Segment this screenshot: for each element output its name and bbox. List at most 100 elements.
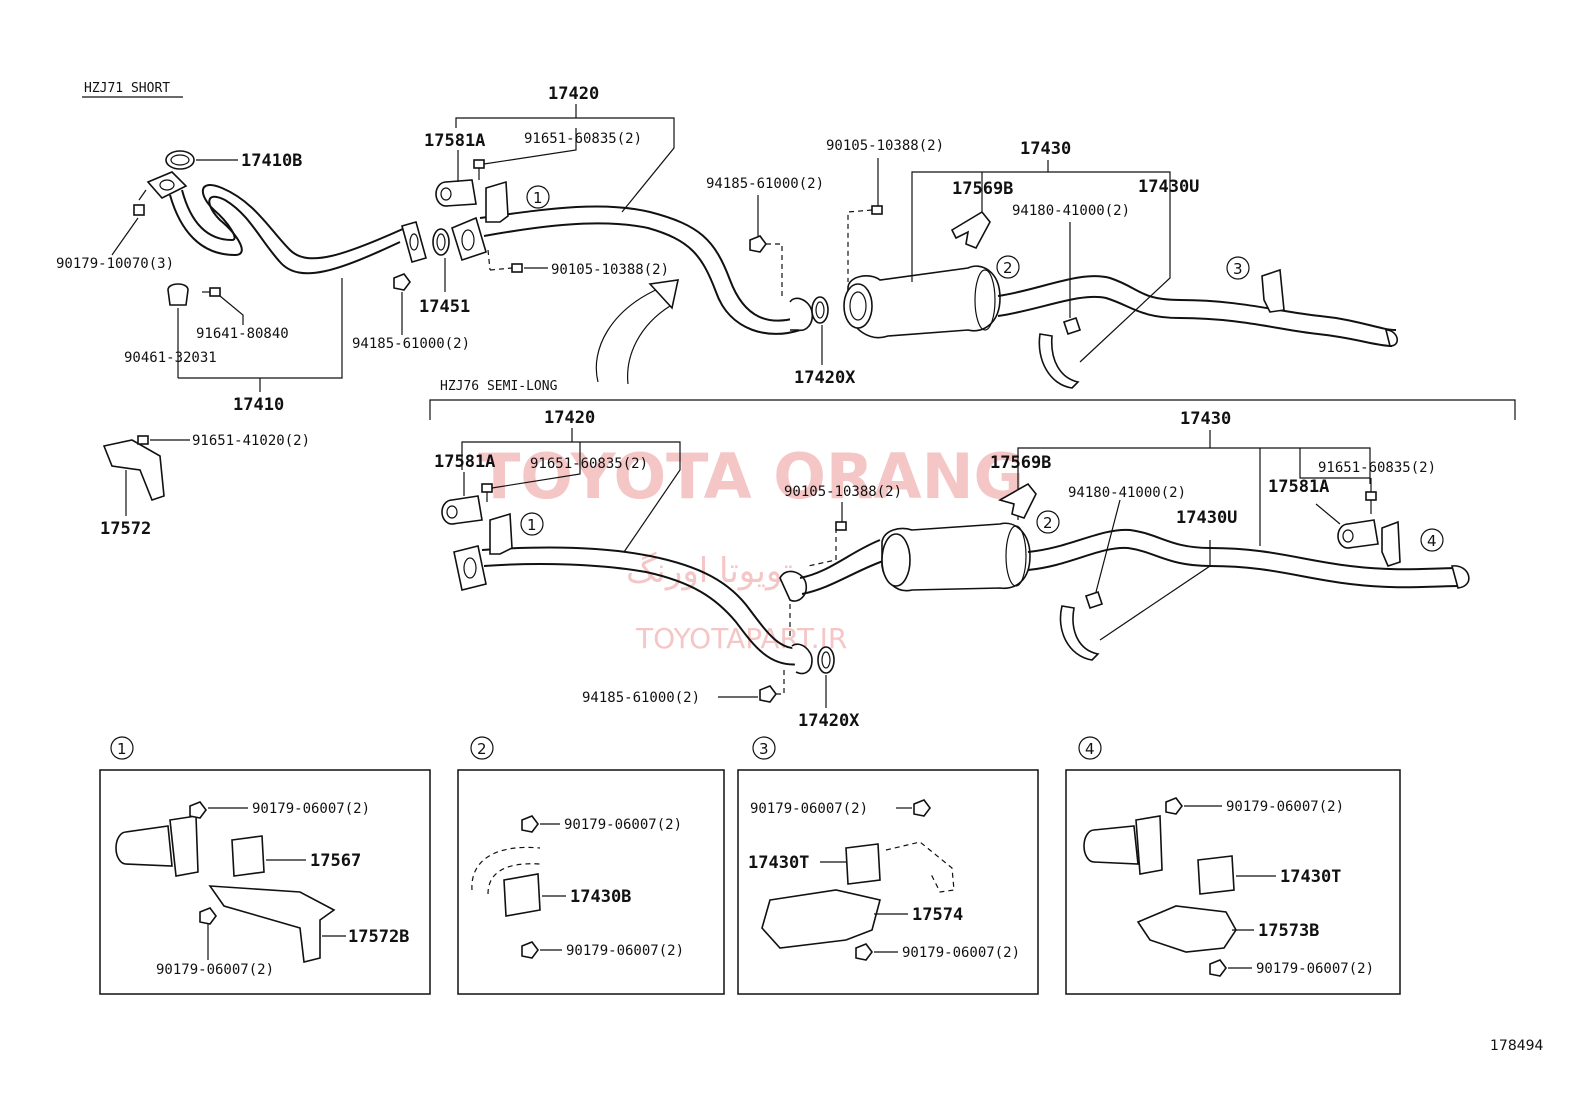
mount-17581a-semi-rear <box>1337 519 1379 549</box>
label-detail-3-mount: 17430T <box>748 853 809 873</box>
mount-hole <box>1342 529 1354 543</box>
detail-box-2-frame <box>457 769 725 995</box>
front-pipe-rear-flange-hole <box>409 233 419 251</box>
nut-94185-61000-semi <box>759 668 785 703</box>
arrow-shaft-right <box>627 305 671 385</box>
clamp-band-short <box>1038 333 1080 389</box>
label-94185-61000-semi: 94185-61000(2) <box>582 690 700 706</box>
detail-marker-3-short <box>1226 256 1250 280</box>
bolt-head <box>473 159 485 169</box>
detail-2-hanger-outline <box>471 846 541 891</box>
connector-pipe-semi-end <box>779 570 808 602</box>
center-pipe-semi-lower <box>483 563 801 666</box>
center-pipe-semi-flange-hole <box>463 557 477 579</box>
leader-17581a-semi-rear <box>1315 503 1341 525</box>
leader-17430u-semi <box>1099 540 1211 641</box>
mount-body <box>445 179 477 207</box>
detail-box-1: 1 90179-06007(2) 17567 17572B 90179-0600… <box>99 736 431 995</box>
detail-marker-2-semi <box>1036 510 1060 534</box>
tail-pipe-short-tip <box>1384 329 1398 347</box>
center-pipe-front-flange-hole <box>461 229 475 251</box>
muffler-short-inlet-inner <box>849 291 867 321</box>
label-90105-10388-b: 90105-10388(2) <box>826 138 944 154</box>
detail-marker-4-semi <box>1420 528 1444 552</box>
center-pipe-semi-flange <box>453 545 487 591</box>
detail-1-bracket-17572b <box>208 885 336 963</box>
detail-marker-4-semi-text: 4 <box>1427 532 1437 550</box>
front-flange-hole <box>159 179 175 191</box>
nut-body <box>759 685 777 703</box>
leader-91651-60835-semi <box>491 442 581 489</box>
detail-marker-1-semi <box>520 512 544 536</box>
detail-box-2-marker-text: 2 <box>477 740 487 758</box>
clamp-nut-short <box>1062 316 1082 336</box>
label-17420: 17420 <box>548 84 599 104</box>
bolt-91641-80840 <box>202 287 221 297</box>
label-detail-2-bottom-nut: 90179-06007(2) <box>566 943 684 959</box>
muffler-semi-inlet <box>881 533 911 587</box>
bracket-17572 <box>102 435 165 501</box>
arrow-head <box>648 279 680 310</box>
connector-pipe-semi-upper <box>799 539 881 579</box>
detail-3-frame-outline <box>885 841 955 893</box>
center-pipe-lower <box>483 222 801 335</box>
mount-17581a <box>435 179 477 207</box>
detail-marker-2-short <box>996 255 1020 279</box>
nut-body <box>749 235 767 253</box>
variant-short-title: HZJ71 SHORT <box>84 81 170 96</box>
hanger-17569b-semi <box>997 482 1037 519</box>
clamp-nut-semi <box>1084 590 1104 610</box>
center-pipe-semi-rear <box>791 643 813 675</box>
label-90105-10388-a: 90105-10388(2) <box>551 262 669 278</box>
label-91651-41020: 91651-41020(2) <box>192 433 310 449</box>
clamp-90461-32031 <box>167 283 189 306</box>
nut-94185-61000-b <box>749 235 783 300</box>
detail-marker-2-short-text: 2 <box>1003 259 1013 277</box>
detail-2-mount-17430b <box>503 873 541 917</box>
gasket-17420x-semi-inner <box>821 651 831 669</box>
label-17420-semi: 17420 <box>544 408 595 428</box>
detail-3-top-nut <box>913 799 931 817</box>
gasket-17451-inner <box>436 233 446 251</box>
label-94185-61000-b: 94185-61000(2) <box>706 176 824 192</box>
detail-4-top-nut <box>1165 797 1183 815</box>
bolt-shaft <box>138 189 147 201</box>
detail-4-bracket <box>1135 815 1163 875</box>
center-pipe-front-flange <box>451 216 487 262</box>
mount-hole <box>446 505 458 519</box>
gasket-17451 <box>432 228 450 256</box>
leader-91651-60835 <box>483 128 577 165</box>
bolt-90105-10388-a <box>487 249 523 273</box>
mount-body <box>1347 519 1379 549</box>
nut-dash-path <box>776 668 785 695</box>
label-17581a: 17581A <box>424 131 485 151</box>
center-pipe-semi-upper <box>481 546 799 650</box>
tail-hanger-short <box>1261 268 1285 313</box>
label-17430-semi: 17430 <box>1180 409 1231 429</box>
bolt-head <box>133 204 145 216</box>
nut-94185-61000-a <box>393 273 411 291</box>
short-assembly: 17410B 90179-10070(3) 90461-32031 91641-… <box>56 84 1398 539</box>
detail-3-mount-17430t <box>845 843 881 885</box>
detail-box-3-marker-text: 3 <box>759 740 769 758</box>
semi-long-assembly: 17420 17581A 91651-60835(2) 1 <box>434 408 1470 731</box>
label-90105-10388-semi: 90105-10388(2) <box>784 484 902 500</box>
detail-box-4-marker <box>1078 736 1102 760</box>
detail-marker-1-short <box>526 185 550 209</box>
detail-3-bottom-nut <box>855 943 873 961</box>
detail-box-3-marker <box>752 736 776 760</box>
detail-4-bottom-nut <box>1209 959 1227 977</box>
label-17572: 17572 <box>100 519 151 539</box>
mount-hole <box>440 187 452 201</box>
label-17420x-semi: 17420X <box>798 711 860 731</box>
label-detail-3-bottom-nut: 90179-06007(2) <box>902 945 1020 961</box>
semi-long-bracket <box>429 399 1516 420</box>
bolt-head <box>835 521 847 531</box>
detail-2-hanger-outline-inner <box>487 863 541 895</box>
bolt-head <box>511 263 523 273</box>
bolt-dash-path-2 <box>489 267 513 271</box>
bracket-17430-semi-bolt-branch <box>1299 448 1370 479</box>
label-90461-32031: 90461-32031 <box>124 350 217 366</box>
front-flange <box>146 171 188 199</box>
